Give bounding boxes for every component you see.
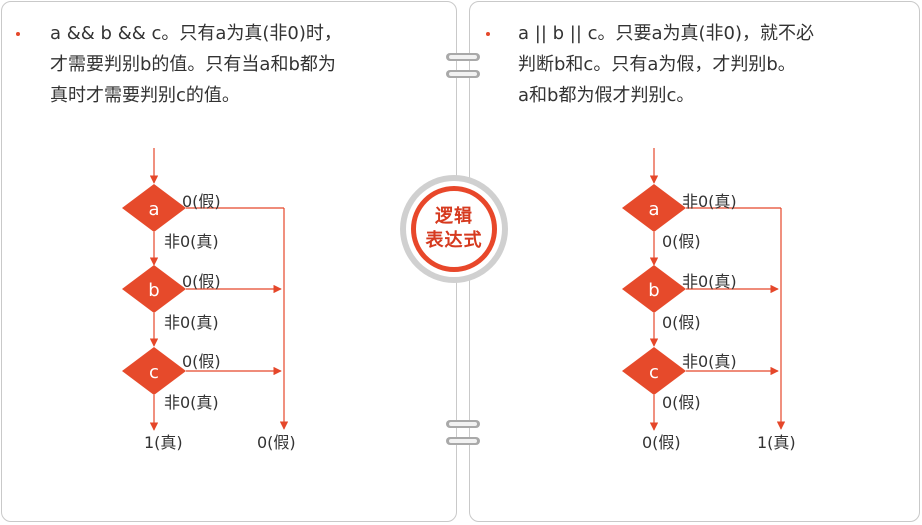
and-node-b-label: b	[148, 280, 159, 301]
logic-expression-badge: 逻辑 表达式	[400, 175, 508, 283]
and-description: a && b && c。只有a为真(非0)时， 才需要判别b的值。只有当a和b都…	[50, 18, 342, 111]
and-node-c	[122, 347, 186, 395]
binder-ring-bottom-2	[446, 437, 480, 446]
or-flowchart	[649, 148, 786, 431]
or-node-a-label: a	[648, 199, 659, 220]
bullet-icon	[16, 32, 20, 36]
or-description: a || b || c。只要a为真(非0)，就不必 判断b和c。只有a为假，才判…	[518, 18, 814, 111]
or-description-line: a || b || c。只要a为真(非0)，就不必	[518, 23, 815, 44]
badge-title-line2: 表达式	[425, 230, 483, 251]
or-branch-right-label: 非0(真)	[682, 192, 737, 211]
and-node-a-label: a	[148, 199, 159, 220]
or-branch-right-label: 非0(真)	[682, 352, 737, 371]
and-result-true-label: 1(真)	[144, 433, 183, 452]
and-node-c-label: c	[149, 362, 159, 383]
and-description-line: a && b && c。只有a为真(非0)时，	[50, 23, 342, 44]
binder-ring-top-2	[446, 70, 480, 79]
and-node-b	[122, 265, 186, 313]
and-branch-right-label: 0(假)	[182, 352, 221, 371]
and-flowchart	[149, 148, 289, 431]
badge-title-line1: 逻辑	[435, 206, 473, 227]
binder-ring-top-1	[446, 53, 480, 62]
and-description-line: 才需要判别b的值。只有当a和b都为	[50, 54, 336, 75]
and-result-false-label: 0(假)	[257, 433, 296, 452]
and-branch-down-label: 非0(真)	[164, 232, 219, 251]
or-panel	[469, 1, 920, 522]
or-node-a	[622, 184, 686, 232]
and-panel	[1, 1, 457, 522]
or-node-c-label: c	[649, 362, 659, 383]
and-description-line: 真时才需要判别c的值。	[50, 85, 240, 106]
and-branch-right-label: 0(假)	[182, 272, 221, 291]
and-branch-right-label: 0(假)	[182, 192, 221, 211]
or-branch-right-label: 非0(真)	[682, 272, 737, 291]
and-node-a	[122, 184, 186, 232]
or-node-b	[622, 265, 686, 313]
or-description-line: 判断b和c。只有a为假，才判别b。	[518, 54, 796, 75]
or-branch-down-label: 0(假)	[662, 313, 701, 332]
binder-ring-bottom-1	[446, 420, 480, 429]
or-branch-down-label: 0(假)	[662, 393, 701, 412]
bullet-icon	[486, 32, 490, 36]
and-branch-down-label: 非0(真)	[164, 313, 219, 332]
or-node-c	[622, 347, 686, 395]
or-description-line: a和b都为假才判别c。	[518, 85, 695, 106]
or-node-b-label: b	[648, 280, 659, 301]
or-result-false-label: 0(假)	[642, 433, 681, 452]
or-result-true-label: 1(真)	[757, 433, 796, 452]
and-branch-down-label: 非0(真)	[164, 393, 219, 412]
or-branch-down-label: 0(假)	[662, 232, 701, 251]
